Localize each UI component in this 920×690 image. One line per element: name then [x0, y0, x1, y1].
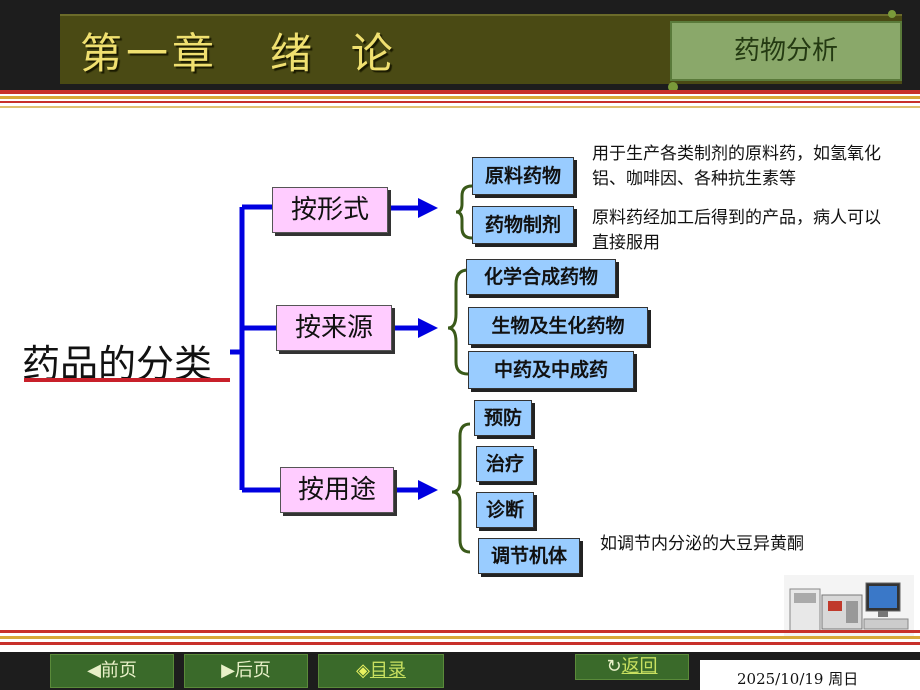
- item-treatment: 治疗: [476, 446, 534, 482]
- footer-stripe: [0, 642, 920, 645]
- category-by-source: 按来源: [276, 305, 392, 351]
- item-preparation: 药物制剂: [472, 206, 574, 244]
- item-diagnosis: 诊断: [476, 492, 534, 528]
- item-biological-drug: 生物及生化药物: [468, 307, 648, 345]
- header-stripe: [0, 106, 920, 108]
- item-chinese-medicine: 中药及中成药: [468, 351, 634, 389]
- decorative-dot: [668, 82, 678, 92]
- back-button[interactable]: ↻返回: [575, 654, 689, 680]
- date-area: [700, 660, 920, 690]
- chapter-title: 第一章 绪 论: [80, 29, 397, 78]
- header-stripe: [0, 96, 920, 99]
- arrow-head-source: [418, 318, 438, 338]
- contents-link[interactable]: 目录: [369, 660, 406, 681]
- note-raw-drug: 用于生产各类制剂的原料药，如氢氧化铝、咖啡因、各种抗生素等: [592, 144, 881, 189]
- course-name-box: 药物分析: [670, 21, 902, 81]
- lab-instrument-image: [784, 575, 914, 639]
- back-link[interactable]: 返回: [621, 656, 658, 677]
- arrow-head-use: [418, 480, 438, 500]
- category-by-form: 按形式: [272, 187, 388, 233]
- footer-stripe: [0, 636, 920, 639]
- header-stripe: [0, 90, 920, 94]
- date-label: 2025/10/19 周日: [737, 670, 859, 688]
- note-regulation: 如调节内分泌的大豆异黄酮: [600, 534, 804, 554]
- diamond-icon: ◈: [356, 660, 370, 681]
- arrow-head-form: [418, 198, 438, 218]
- triangle-right-icon: ▶: [221, 660, 235, 681]
- decorative-dot: [888, 10, 896, 18]
- item-raw-drug: 原料药物: [472, 157, 574, 195]
- note-preparation: 原料药经加工后得到的产品，病人可以直接服用: [592, 208, 881, 253]
- brace-form: [455, 184, 473, 240]
- brace-source: [447, 268, 469, 376]
- item-regulation: 调节机体: [478, 538, 580, 574]
- item-prevention: 预防: [474, 400, 532, 436]
- footer-stripe: [0, 630, 920, 633]
- contents-button[interactable]: ◈目录: [318, 654, 444, 688]
- brace-use: [451, 422, 471, 554]
- header-stripe: [0, 101, 920, 103]
- triangle-left-icon: ◀: [87, 660, 101, 681]
- prev-page-button[interactable]: ◀前页: [50, 654, 174, 688]
- item-synthetic-drug: 化学合成药物: [466, 259, 616, 295]
- next-page-label: 后页: [234, 660, 271, 681]
- root-underline: [24, 378, 230, 382]
- return-arrow-icon: ↻: [606, 656, 622, 677]
- prev-page-label: 前页: [100, 660, 137, 681]
- category-by-use: 按用途: [280, 467, 394, 513]
- next-page-button[interactable]: ▶后页: [184, 654, 308, 688]
